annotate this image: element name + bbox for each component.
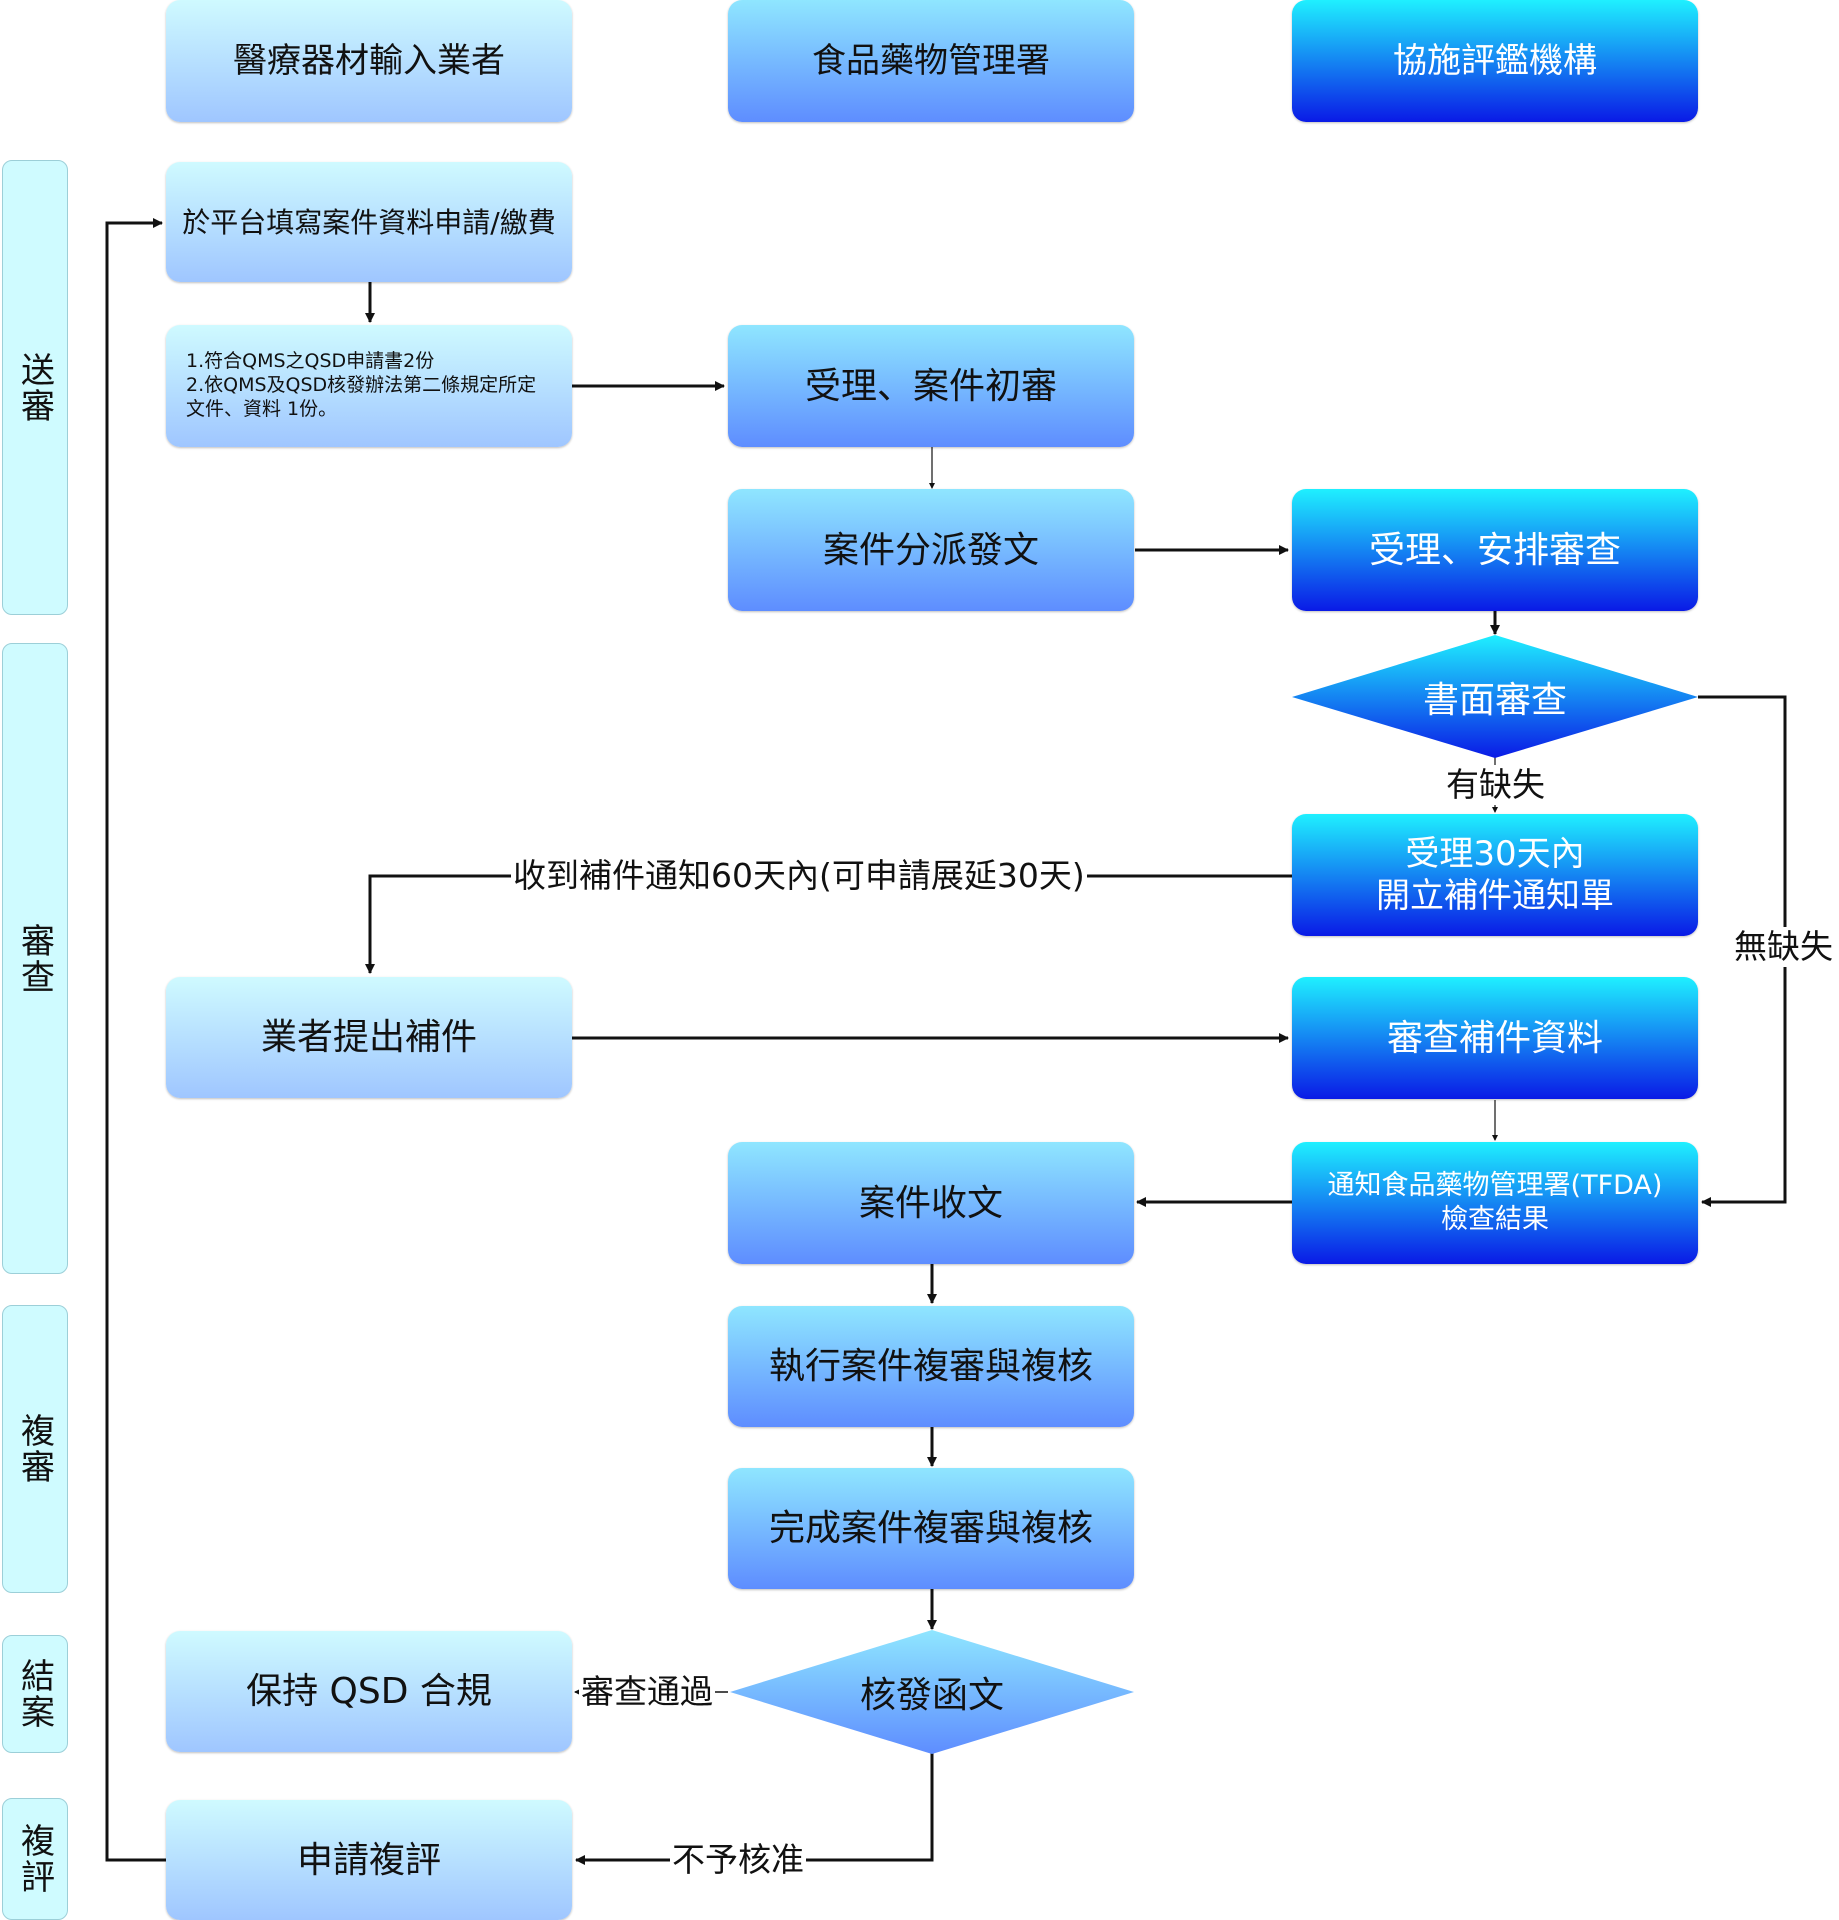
issue-letter-diamond <box>730 1630 1134 1754</box>
edge-label-no-defect: 無缺失 <box>1732 927 1835 967</box>
step-dispatch-label: 案件分派發文 <box>822 529 1039 571</box>
column-header-applicant-label: 醫療器材輸入業者 <box>233 40 505 81</box>
step-notify-tfda: 通知食品藥物管理署(TFDA) 檢查結果 <box>1292 1142 1698 1264</box>
column-header-agency-label: 協施評鑑機構 <box>1393 40 1597 81</box>
step-fill-platform: 於平台填寫案件資料申請/繳費 <box>166 162 572 282</box>
column-header-tfda-label: 食品藥物管理署 <box>812 40 1050 81</box>
step-receive-case-label: 案件收文 <box>858 1182 1003 1224</box>
step-complete-recheck-label: 完成案件複審與複核 <box>768 1508 1093 1549</box>
step-execute-recheck: 執行案件複審與複核 <box>728 1306 1134 1427</box>
phase-close-label: 結案 <box>14 1658 55 1730</box>
column-header-applicant: 醫療器材輸入業者 <box>166 0 572 122</box>
step-maintain-qsd: 保持 QSD 合規 <box>166 1631 572 1752</box>
phase-close: 結案 <box>2 1635 68 1753</box>
step-accept-schedule: 受理、安排審查 <box>1292 489 1698 611</box>
step-vendor-supplement: 業者提出補件 <box>166 977 572 1098</box>
step-fill-platform-label: 於平台填寫案件資料申請/繳費 <box>182 205 556 239</box>
step-apply-reeval-label: 申請複評 <box>296 1839 441 1881</box>
step-vendor-supplement-label: 業者提出補件 <box>260 1017 477 1058</box>
step-documents-label: 1.符合QMS之QSD申請書2份 2.依QMS及QSD核發辦法第二條規定所定文件… <box>186 350 537 420</box>
column-header-agency: 協施評鑑機構 <box>1292 0 1698 122</box>
phase-submit: 送審 <box>2 160 68 615</box>
step-maintain-qsd-label: 保持 QSD 合規 <box>246 1671 492 1712</box>
phase-rereview: 複審 <box>2 1305 68 1593</box>
phase-rereview-label: 複審 <box>14 1413 55 1485</box>
paper-review-label: 書面審查 <box>1422 680 1567 721</box>
step-apply-reeval: 申請複評 <box>166 1800 572 1920</box>
step-accept-initial: 受理、案件初審 <box>728 325 1134 447</box>
edge-label-not-approved: 不予核准 <box>670 1840 806 1880</box>
phase-appeal-label: 複評 <box>14 1823 55 1895</box>
edge-label-approved: 審查通過 <box>579 1672 715 1712</box>
phase-review-label: 審查 <box>14 922 55 995</box>
column-header-tfda: 食品藥物管理署 <box>728 0 1134 122</box>
step-notice-30-label: 受理30天內 開立補件通知單 <box>1376 833 1614 917</box>
phase-submit-label: 送審 <box>14 351 55 424</box>
step-accept-schedule-label: 受理、安排審查 <box>1368 529 1621 571</box>
step-complete-recheck: 完成案件複審與複核 <box>728 1468 1134 1589</box>
step-execute-recheck-label: 執行案件複審與複核 <box>768 1346 1093 1387</box>
step-documents: 1.符合QMS之QSD申請書2份 2.依QMS及QSD核發辦法第二條規定所定文件… <box>166 325 572 447</box>
edge-label-has-defect: 有缺失 <box>1444 765 1547 805</box>
paper-review-diamond <box>1292 635 1698 758</box>
step-review-supplement: 審查補件資料 <box>1292 977 1698 1099</box>
step-notify-tfda-label: 通知食品藥物管理署(TFDA) 檢查結果 <box>1327 1170 1663 1235</box>
issue-letter-label: 核發函文 <box>859 1675 1004 1716</box>
step-receive-case: 案件收文 <box>728 1142 1134 1264</box>
arrow-reeval-to-fill <box>105 218 166 1862</box>
edge-label-supplement-deadline: 收到補件通知60天內(可申請展延30天) <box>511 856 1087 896</box>
phase-review: 審查 <box>2 643 68 1274</box>
step-accept-initial-label: 受理、案件初審 <box>804 365 1057 407</box>
phase-appeal: 複評 <box>2 1798 68 1920</box>
step-review-supplement-label: 審查補件資料 <box>1386 1017 1603 1059</box>
step-dispatch: 案件分派發文 <box>728 489 1134 611</box>
step-notice-30: 受理30天內 開立補件通知單 <box>1292 814 1698 936</box>
